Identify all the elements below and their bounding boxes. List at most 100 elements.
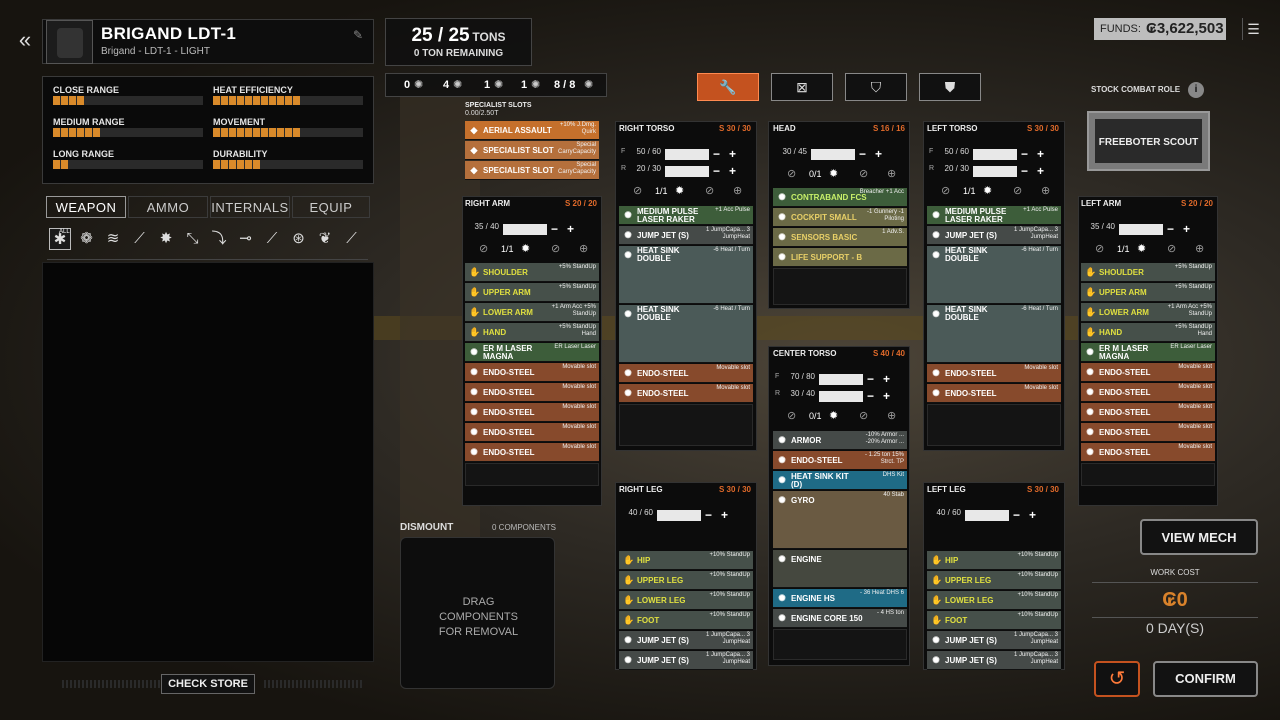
armor-increase-button[interactable]: + [721,508,729,522]
reset-button[interactable]: ↺ [1094,661,1140,697]
empty-slot[interactable] [465,463,599,486]
component-slot[interactable]: ✺ENGINE CORE 150- 4 HS ton [773,609,907,628]
armor-decrease-button[interactable]: − [859,147,867,161]
component-slot[interactable]: ✺HEAT SINK DOUBLE-6 Heat / Turn [619,305,753,363]
armor-bar[interactable] [819,374,863,385]
component-slot[interactable]: ✋HIP+10% StandUp [619,551,753,570]
armor-bar[interactable] [965,510,1009,521]
component-slot[interactable]: ✺HEAT SINK DOUBLE-6 Heat / Turn [619,246,753,304]
check-store-button[interactable]: CHECK STORE [161,674,255,694]
component-slot[interactable]: ✺ENDO-STEEL- 1.25 ton 15% Strct. TP [773,451,907,470]
artillery-icon[interactable]: ⤵ [211,230,227,247]
armor-increase-button[interactable]: + [1037,147,1045,161]
component-slot[interactable]: ✺COCKPIT SMALL-1 Gunnery -1 Piloting [773,208,907,227]
component-slot[interactable]: ✺JUMP JET (S)1 JumpCapa... 3 JumpHeat [619,631,753,650]
empty-slot[interactable] [619,404,753,446]
menu-icon[interactable]: ☰ [1242,18,1264,40]
component-slot[interactable]: ✋LOWER LEG+10% StandUp [619,591,753,610]
component-slot[interactable]: ✺HEAT SINK DOUBLE-6 Heat / Turn [927,305,1061,363]
component-slot[interactable]: ✺JUMP JET (S)1 JumpCapa... 3 JumpHeat [927,226,1061,245]
back-button[interactable]: « [18,27,32,52]
gun-icon[interactable]: ⊸ [239,230,252,247]
component-slot[interactable]: ✋SHOULDER+5% StandUp [465,263,599,282]
armor-bar[interactable] [657,510,701,521]
component-slot[interactable]: ✋HIP+10% StandUp [927,551,1061,570]
tab-internals[interactable]: INTERNALS [210,196,290,218]
melee-icon[interactable]: ❦ [318,230,332,247]
empty-slot[interactable] [1081,463,1215,486]
tab-equip[interactable]: EQUIP [292,196,370,218]
energy-icon[interactable]: ✸ [159,230,173,247]
armor-decrease-button[interactable]: − [867,389,875,403]
component-slot[interactable]: ✋UPPER LEG+10% StandUp [927,571,1061,590]
tab-ammo[interactable]: AMMO [128,196,208,218]
component-slot[interactable]: ✺LIFE SUPPORT - B [773,248,907,267]
support-icon[interactable]: ⊛ [292,230,305,247]
component-slot[interactable]: ✋UPPER ARM+5% StandUp [465,283,599,302]
tab-weapon[interactable]: WEAPON [46,196,126,218]
armor-increase-button[interactable]: + [1037,164,1045,178]
confirm-button[interactable]: CONFIRM [1153,661,1258,697]
specialist-slot[interactable]: ◆AERIAL ASSAULT+10% J.Dmg. Quirk [465,121,599,140]
component-slot[interactable]: ✋HAND+5% StandUp Hand [1081,323,1215,342]
armor-bar[interactable] [973,149,1017,160]
component-slot[interactable]: ✺ENGINE HS- 36 Heat DHS 6 [773,589,907,608]
laser-icon[interactable]: ⤡ [186,230,199,247]
armor-decrease-button[interactable]: − [551,222,559,236]
empty-slot[interactable] [773,268,907,305]
component-slot[interactable]: ✋FOOT+10% StandUp [619,611,753,630]
armor-bar[interactable] [811,149,855,160]
armor-increase-button[interactable]: + [729,147,737,161]
strip-equipment-button[interactable]: ⊠ [771,73,833,101]
component-slot[interactable]: ✋SHOULDER+5% StandUp [1081,263,1215,282]
ballistic-icon[interactable]: ⟋ [134,230,145,247]
component-slot[interactable]: ✋FOOT+10% StandUp [927,611,1061,630]
armor-bar[interactable] [819,391,863,402]
dismount-dropzone[interactable]: DRAG COMPONENTS FOR REMOVAL [400,537,555,689]
armor-bar[interactable] [665,149,709,160]
armor-bar[interactable] [665,166,709,177]
flamer-icon[interactable]: ≋ [106,230,120,247]
rifle-icon[interactable]: ⟋ [266,230,278,247]
armor-bar[interactable] [1119,224,1163,235]
max-armor-button[interactable]: ⛊ [919,73,981,101]
component-slot[interactable]: ✋LOWER ARM+1 Arm Acc +5% StandUp [1081,303,1215,322]
strip-armor-button[interactable]: ⛉ [845,73,907,101]
armor-decrease-button[interactable]: − [1021,164,1029,178]
armor-decrease-button[interactable]: − [705,508,713,522]
component-slot[interactable]: ✋LOWER LEG+10% StandUp [927,591,1061,610]
armor-decrease-button[interactable]: − [1167,222,1175,236]
armor-increase-button[interactable]: + [729,164,737,178]
armor-increase-button[interactable]: + [883,372,891,386]
all-icon[interactable]: ALL✱ [49,228,71,250]
component-slot[interactable]: ✺MEDIUM PULSE LASER RAKER+1 Acc Pulse [927,206,1061,225]
component-slot[interactable]: ✺MEDIUM PULSE LASER RAKER+1 Acc Pulse [619,206,753,225]
view-mech-button[interactable]: VIEW MECH [1140,519,1258,555]
armor-increase-button[interactable]: + [883,389,891,403]
equipment-list[interactable] [42,262,374,662]
armor-increase-button[interactable]: + [875,147,883,161]
armor-increase-button[interactable]: + [1029,508,1037,522]
edit-icon[interactable]: ✎ [352,28,363,42]
armor-decrease-button[interactable]: − [713,164,721,178]
component-slot[interactable]: ✋LOWER ARM+1 Arm Acc +5% StandUp [465,303,599,322]
empty-slot[interactable] [773,629,907,660]
component-slot[interactable]: ✺HEAT SINK KIT (D)DHS Kit [773,471,907,490]
component-slot[interactable]: ✺JUMP JET (S)1 JumpCapa... 3 JumpHeat [619,651,753,670]
component-slot[interactable]: ✺ARMOR-10% Armor ... -20% Armor ... [773,431,907,450]
info-icon[interactable]: i [1188,82,1204,98]
component-slot[interactable]: ✺HEAT SINK DOUBLE-6 Heat / Turn [927,246,1061,304]
